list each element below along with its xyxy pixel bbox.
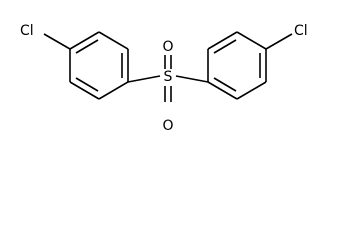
bond-s-left (127, 75, 161, 83)
double-bond-inner (75, 77, 99, 92)
oxygen-atom-bottom: O (162, 118, 173, 134)
bond-cl-left (43, 33, 71, 50)
oxygen-atom-top: O (162, 39, 173, 55)
bond (207, 81, 238, 100)
bond (236, 31, 267, 50)
chemical-structure-diagram: Cl Cl S O O (20, 23, 308, 134)
chlorine-atom-right: Cl (294, 23, 308, 39)
bond (236, 81, 267, 100)
bond (98, 81, 129, 100)
chlorine-atom-left: Cl (20, 23, 34, 39)
bond-s-right (175, 75, 209, 83)
bond-cl-right (265, 33, 293, 50)
bond (98, 31, 129, 50)
double-bond-inner (213, 77, 237, 92)
sulfur-atom: S (164, 69, 173, 85)
double-bond-inner (213, 39, 237, 54)
left-benzene-ring (69, 31, 129, 100)
bond (69, 81, 100, 100)
double-bond-inner (75, 39, 99, 54)
bond (69, 31, 100, 50)
right-benzene-ring (207, 31, 267, 100)
bond (207, 31, 238, 50)
